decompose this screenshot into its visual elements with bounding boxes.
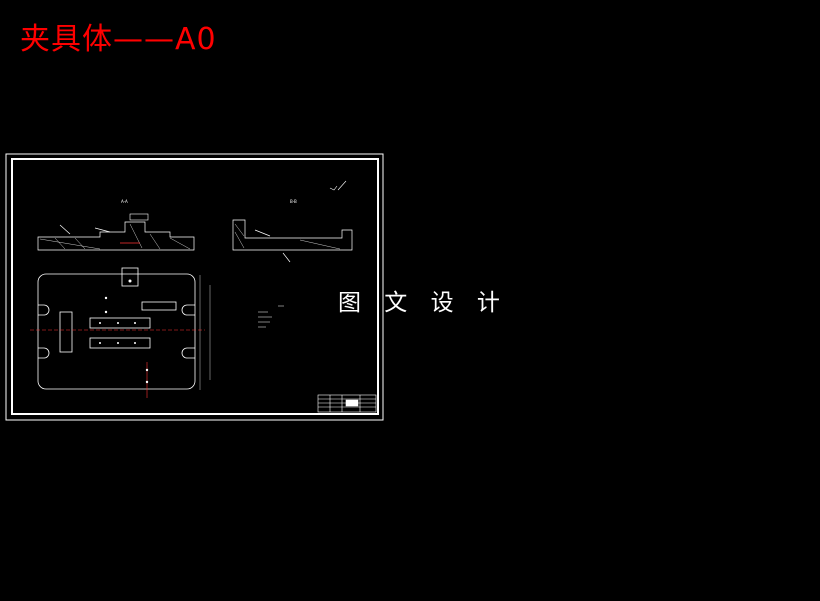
drawing-title: 夹具体——A0: [20, 22, 217, 57]
inner-frame: [11, 158, 379, 415]
watermark-text: 图 文 设 计: [338, 290, 508, 316]
section-a-view: [37, 221, 195, 251]
section-a-callout: [129, 213, 149, 221]
section-b-label: B-B: [290, 199, 297, 204]
section-a-label: A-A: [121, 199, 128, 204]
section-b-view: [232, 219, 353, 263]
technical-notes: [258, 305, 284, 328]
outer-border: [5, 153, 384, 421]
title-block: [317, 394, 377, 413]
plan-view: [37, 267, 211, 390]
